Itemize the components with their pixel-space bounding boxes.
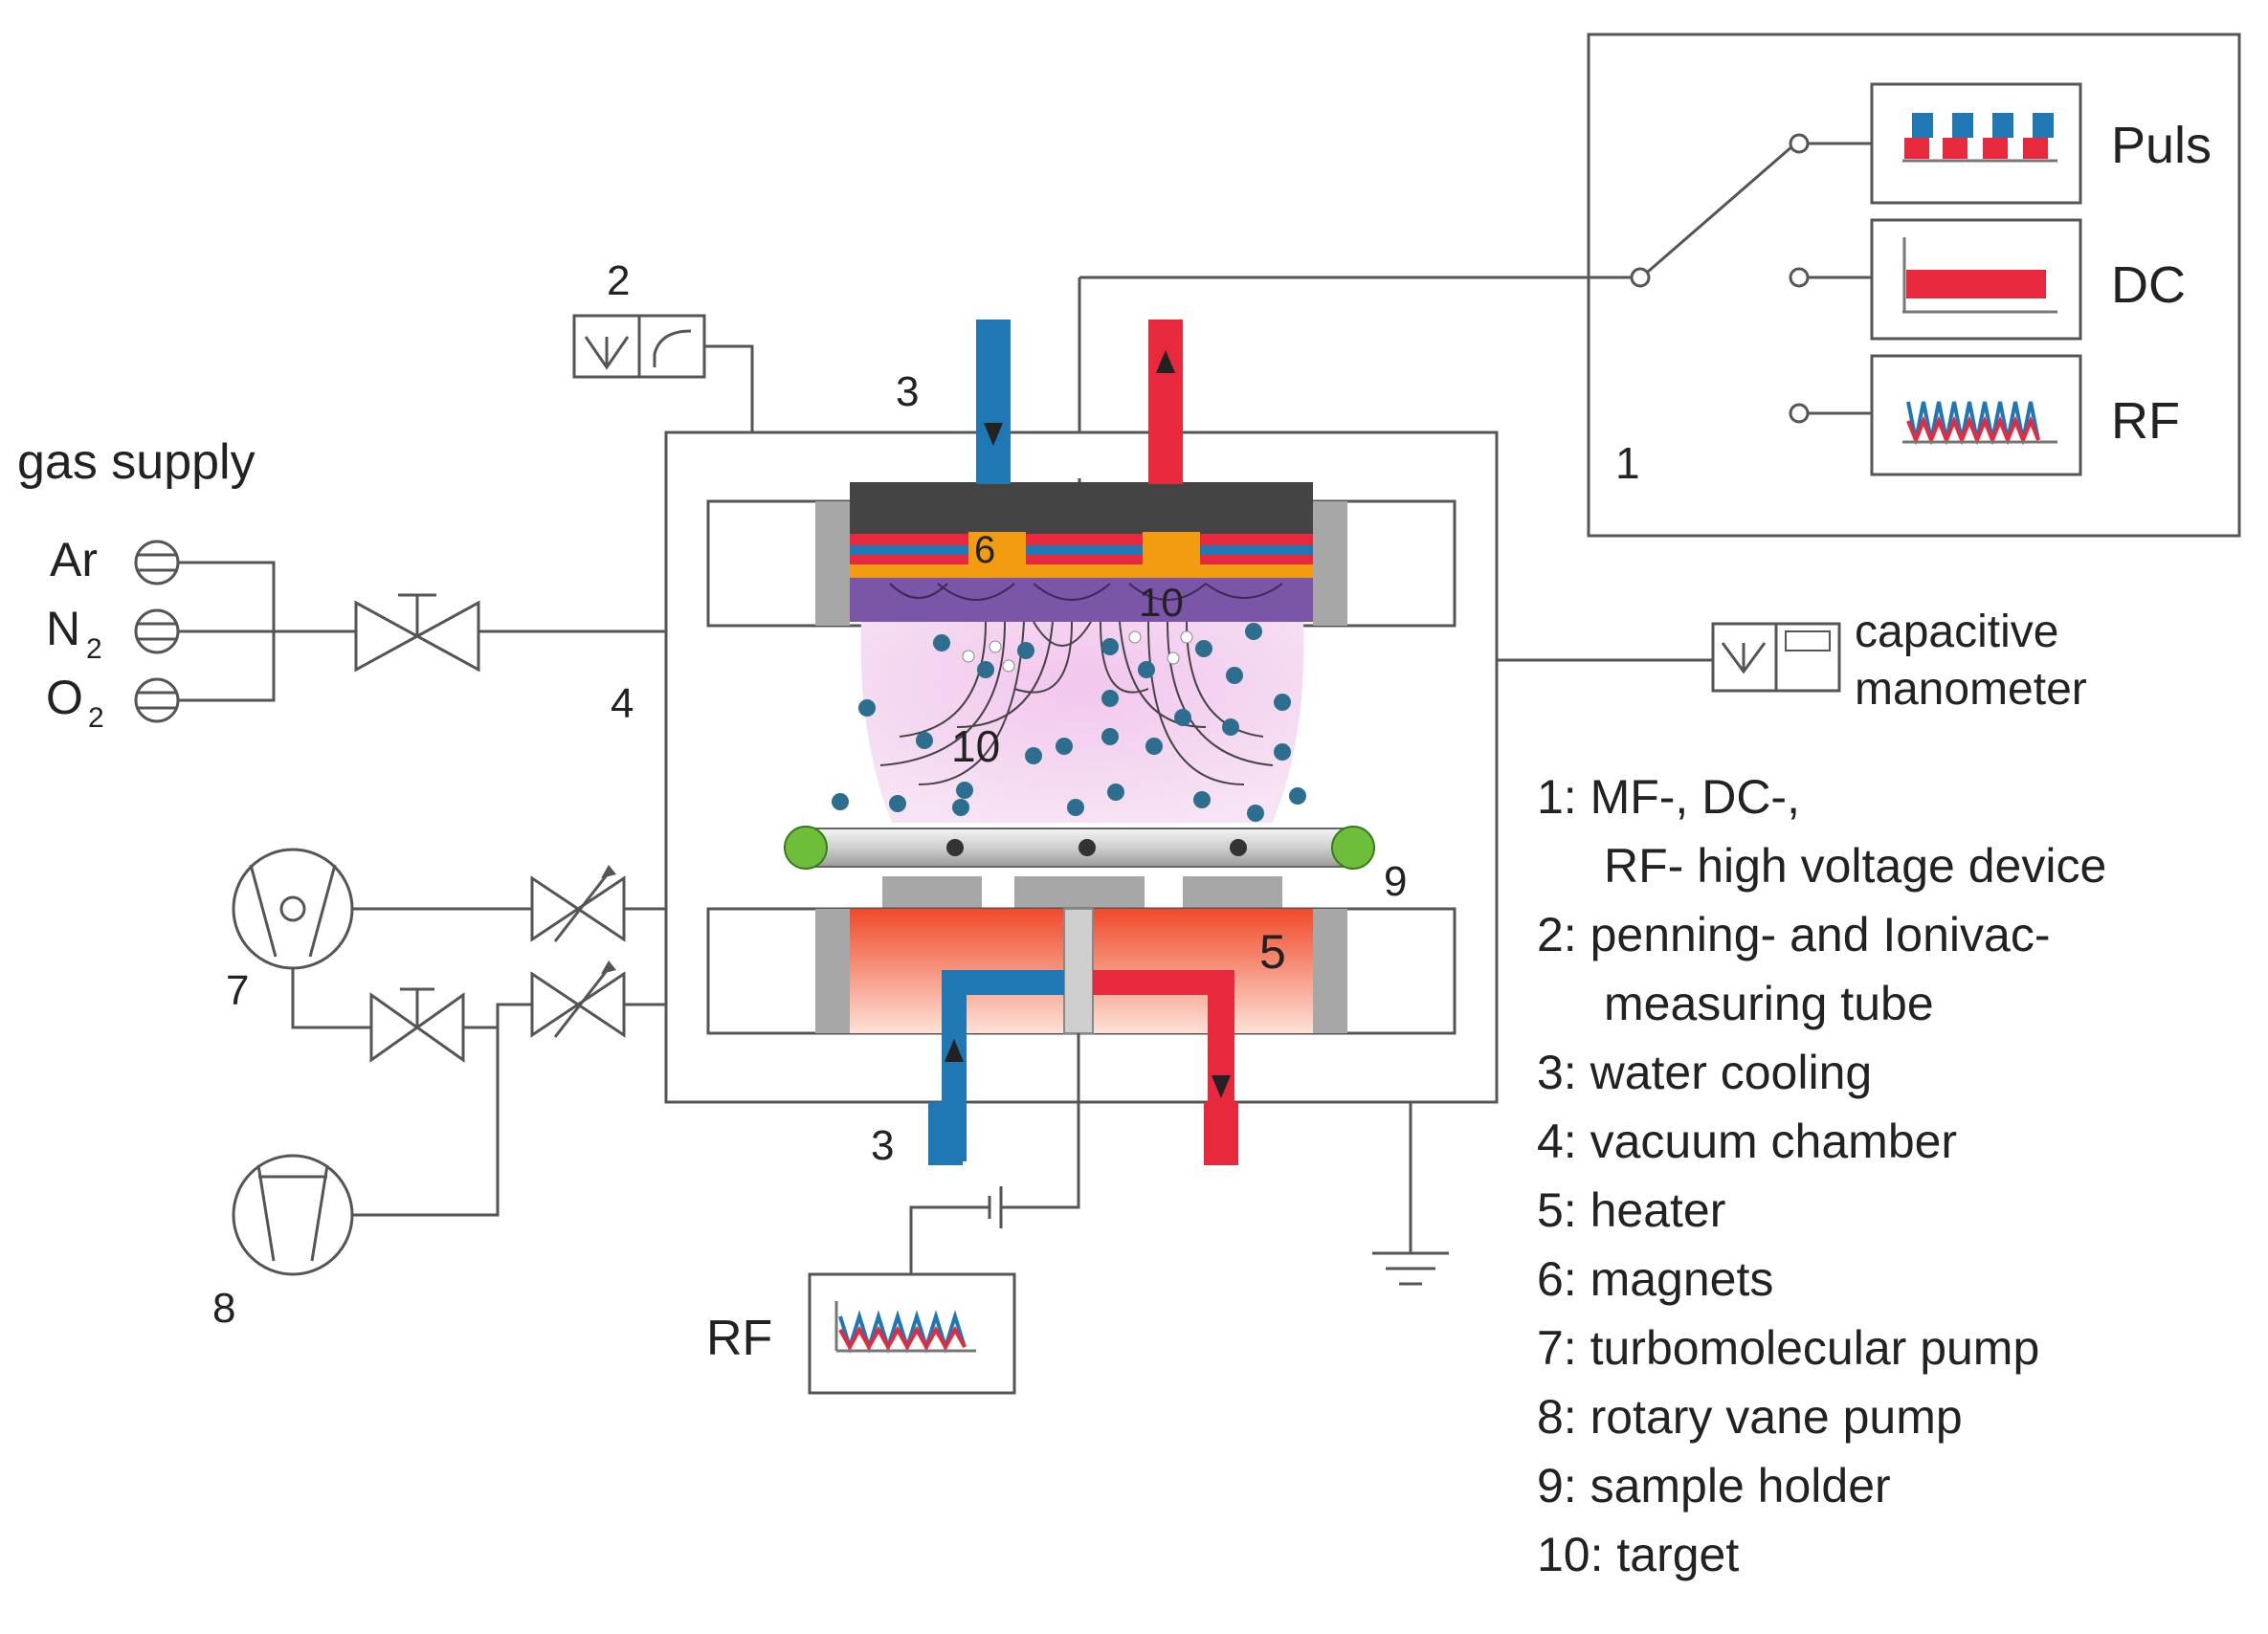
ion-particles [962,630,1193,673]
gas-cylinder-ar-icon [134,540,180,585]
turbomolecular-pump: 7 [226,848,666,1063]
power-supply-panel: 1 Puls DC [1078,33,2241,538]
holder-roller-left [784,826,828,870]
capacitive-line1: capacitive [1855,607,2058,657]
ground-icon [1372,1102,1449,1286]
rf-label: RF [2111,392,2180,450]
rf-waveform-box [1870,354,2082,476]
water-cooling-top: 3 [896,320,1183,484]
dc-label: DC [2111,256,2186,314]
holder-number: 9 [1384,858,1407,905]
water-top-number: 3 [896,368,919,415]
arrow-down-icon-bottom [1212,1075,1231,1098]
cathode-assembly: 6 10 [706,482,1456,628]
arrow-down-icon [984,423,1003,446]
switch-blade [1647,144,1794,274]
gas-cylinder-n2-icon [134,608,180,654]
switch-pivot [1630,267,1651,288]
gas-supply: gas supply Ar N 2 O 2 [17,434,666,734]
water-inlet-cold [976,320,1011,484]
legend-item-7: 7: turbomolecular pump [1537,1321,2039,1375]
legend-item-1: 1: MF-, DC-, [1537,770,1800,824]
legend-item-3: 3: water cooling [1537,1046,1872,1099]
switch-contact-dc [1789,267,1810,288]
power-panel-number: 1 [1615,438,1640,488]
target-number-b: 10 [951,721,1000,771]
puls-waveform-box [1870,82,2082,205]
target-field-lines [889,583,1283,601]
rf-bias-supply: RF [706,1033,1080,1395]
cathode-top-plate [850,482,1313,534]
legend-item-8: 8: rotary vane pump [1537,1390,1963,1444]
rf-bias-label: RF [706,1311,772,1366]
pulse-waveform-icon [1902,113,2057,163]
gas-supply-title: gas supply [17,434,256,490]
legend-item-10: 10: target [1537,1528,1739,1581]
gas-valve-icon [354,593,480,673]
rotary-needle-valve-icon [530,961,626,1038]
gauge-number: 2 [607,257,630,304]
turbo-backing-valve-icon [369,987,465,1063]
legend-item-1-cont: RF- high voltage device [1604,839,2106,893]
legend-item-9: 9: sample holder [1537,1459,1891,1513]
gas-n2-sub: 2 [86,633,102,665]
gas-cylinder-o2-icon [134,677,180,723]
holder-roller-right [1331,826,1375,870]
puls-label: Puls [2111,117,2212,174]
sputtered-particles [832,623,1306,822]
legend-item-4: 4: vacuum chamber [1537,1115,1957,1168]
legend-item-6: 6: magnets [1537,1252,1773,1306]
magnet-layer [850,564,1313,578]
magnetic-field-lines [879,621,1274,785]
penning-gauge: 2 [572,257,754,432]
target-plate [850,578,1313,622]
magnet-block-right [1143,532,1200,566]
legend-item-2: 2: penning- and Ionivac- [1537,908,2050,961]
gas-n2: N [46,602,80,655]
dc-waveform-icon [1902,237,2057,314]
heater-assembly: 5 3 [706,907,1456,1169]
rf-waveform-icon [1902,401,2057,446]
heater-number: 5 [1259,925,1286,979]
legend: 1: MF-, DC-, RF- high voltage device 2: … [1537,770,2106,1581]
switch-contact-rf [1789,403,1810,424]
gas-ar: Ar [50,533,98,586]
chamber-number: 4 [611,680,634,727]
magnets-number: 6 [974,529,995,571]
target-number-a: 10 [1139,580,1184,625]
turbo-needle-valve-icon [530,865,626,942]
turbo-number: 7 [226,967,249,1014]
gas-o2-sub: 2 [88,702,104,734]
water-outlet-hot [1148,320,1183,484]
arrow-up-icon [1156,350,1175,373]
arrow-up-icon-bottom [945,1039,964,1062]
magnet-block-left [968,532,1026,566]
switch-contact-puls [1789,133,1810,154]
rotary-number: 8 [212,1285,235,1332]
legend-item-5: 5: heater [1537,1183,1725,1237]
cathode-insulator-right [1313,501,1347,626]
capacitive-line2: manometer [1855,664,2087,715]
rotary-vane-pump: 8 [212,961,666,1332]
gas-o2: O [46,671,83,724]
cathode-insulator-left [815,501,850,626]
water-bottom-number: 3 [871,1122,894,1169]
capacitive-manometer: capacitive manometer [1497,607,2087,715]
sample-holder: 9 [784,826,1407,909]
legend-item-2-cont: measuring tube [1604,977,1934,1030]
